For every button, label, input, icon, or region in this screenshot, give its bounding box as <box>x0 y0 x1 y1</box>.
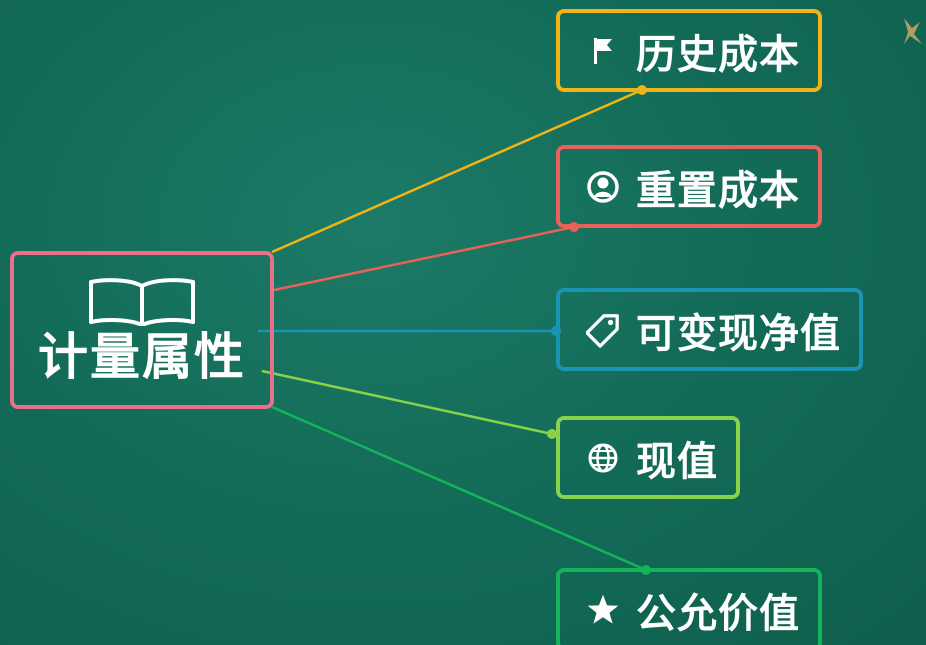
decorative-sparkle-icon <box>904 18 922 44</box>
branch-node-present-value[interactable]: 现值 <box>556 416 740 499</box>
tag-icon <box>586 310 620 350</box>
star-icon <box>586 590 620 630</box>
branch-node-replacement-cost[interactable]: 重置成本 <box>556 145 822 228</box>
flag-icon <box>586 31 620 71</box>
branch-node-net-realizable-value[interactable]: 可变现净值 <box>556 288 863 371</box>
connector-line-present-value <box>261 369 557 439</box>
globe-icon <box>586 438 620 478</box>
branch-label-present-value: 现值 <box>636 438 718 485</box>
branch-label-net-realizable-value: 可变现净值 <box>636 310 841 357</box>
root-label: 计量属性 <box>38 327 246 386</box>
connector-line-net-realizable-value <box>258 326 561 336</box>
branch-label-replacement-cost: 重置成本 <box>636 167 800 214</box>
branch-node-historical-cost[interactable]: 历史成本 <box>556 9 822 92</box>
root-node[interactable]: 计量属性 <box>10 251 274 409</box>
branch-node-fair-value[interactable]: 公允价值 <box>556 568 822 645</box>
branch-label-fair-value: 公允价值 <box>636 590 800 637</box>
user-circle-icon <box>586 167 620 207</box>
open-book-icon <box>89 277 195 326</box>
branch-label-historical-cost: 历史成本 <box>636 31 800 78</box>
